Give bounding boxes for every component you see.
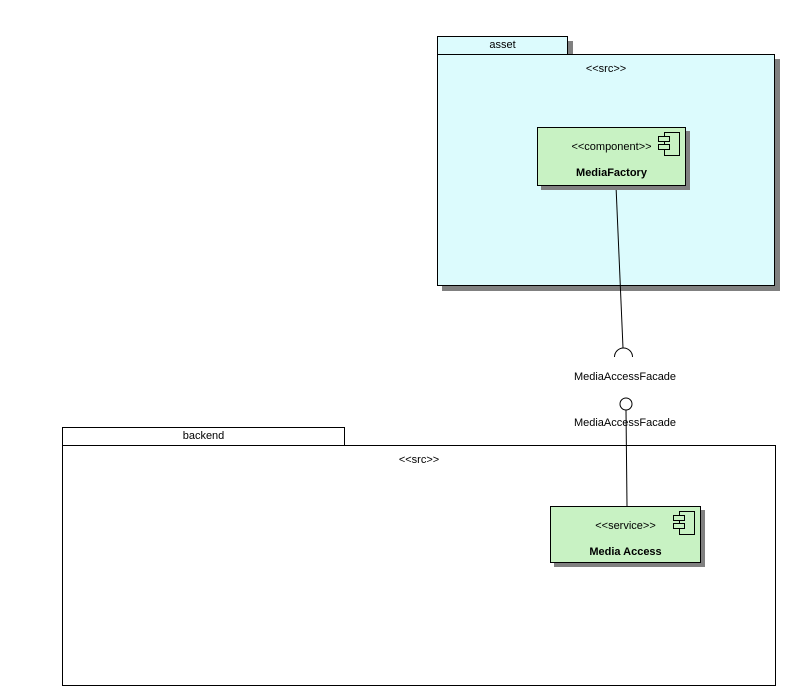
package-stereotype-backend: <<src>> (398, 454, 440, 466)
package-stereotype-asset: <<src>> (585, 63, 627, 75)
connector-mediafactory-to-socket[interactable] (615, 185, 624, 349)
component-stereotype: <<service>> (595, 520, 656, 532)
component-name: MediaFactory (576, 167, 647, 179)
connector-ball-to-mediaaccess[interactable] (625, 409, 628, 507)
provided-interface-ball[interactable] (619, 397, 633, 411)
required-interface-label: MediaAccessFacade (573, 371, 677, 383)
component-name: Media Access (589, 546, 662, 558)
required-interface-socket[interactable] (614, 347, 633, 358)
component-media-factory[interactable]: <<component>> MediaFactory (537, 127, 686, 186)
component-media-access[interactable]: <<service>> Media Access (550, 506, 701, 563)
package-name-backend: backend (182, 430, 225, 442)
package-name-asset: asset (489, 39, 516, 51)
provided-interface-label: MediaAccessFacade (573, 417, 677, 429)
package-body-backend[interactable]: <<src>> (62, 445, 776, 686)
component-icon (658, 132, 680, 156)
component-icon (673, 511, 695, 535)
component-stereotype: <<component>> (571, 141, 652, 153)
